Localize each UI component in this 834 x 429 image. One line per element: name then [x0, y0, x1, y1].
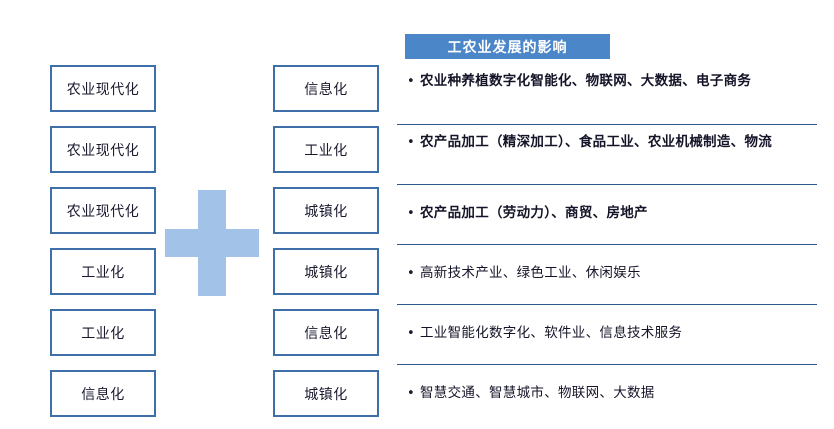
bullet-item-3[interactable]: • 农产品加工（劳动力）、商贸、房地产: [397, 184, 817, 244]
right-box-6[interactable]: 城镇化: [273, 370, 379, 417]
bullet-item-1[interactable]: • 农业种养植数字化智能化、物联网、大数据、电子商务: [397, 64, 817, 124]
right-box-1[interactable]: 信息化: [273, 65, 379, 112]
bullet-item-6[interactable]: • 智慧交通、智慧城市、物联网、大数据: [397, 364, 817, 424]
bullet-text-3: 农产品加工（劳动力）、商贸、房地产: [420, 205, 648, 221]
impact-panel: 工农业发展的影响 • 农业种养植数字化智能化、物联网、大数据、电子商务 • 农产…: [397, 28, 817, 420]
plus-icon: [165, 190, 259, 296]
bullet-marker-icon: •: [407, 386, 415, 401]
bullet-marker-icon: •: [407, 74, 415, 89]
bullet-item-2[interactable]: • 农产品加工（精深加工）、食品工业、农业机械制造、物流: [397, 124, 817, 184]
bullet-marker-icon: •: [407, 266, 415, 281]
right-box-2[interactable]: 工业化: [273, 126, 379, 173]
left-box-5[interactable]: 工业化: [50, 309, 156, 356]
bullet-item-4[interactable]: • 高新技术产业、绿色工业、休闲娱乐: [397, 244, 817, 304]
plus-horizontal-bar: [165, 229, 259, 257]
left-box-1[interactable]: 农业现代化: [50, 65, 156, 112]
bullet-marker-icon: •: [407, 135, 415, 150]
right-box-5[interactable]: 信息化: [273, 309, 379, 356]
left-box-3[interactable]: 农业现代化: [50, 187, 156, 234]
left-box-2[interactable]: 农业现代化: [50, 126, 156, 173]
bullet-text-1: 农业种养植数字化智能化、物联网、大数据、电子商务: [420, 73, 752, 89]
panel-title-banner: 工农业发展的影响: [405, 34, 610, 59]
left-box-6[interactable]: 信息化: [50, 370, 156, 417]
bullet-marker-icon: •: [407, 206, 415, 221]
bullet-text-6: 智慧交通、智慧城市、物联网、大数据: [420, 385, 655, 401]
impact-bullet-list: • 农业种养植数字化智能化、物联网、大数据、电子商务 • 农产品加工（精深加工）…: [397, 64, 817, 424]
right-box-3[interactable]: 城镇化: [273, 187, 379, 234]
bullet-text-5: 工业智能化数字化、软件业、信息技术服务: [420, 325, 683, 341]
right-box-4[interactable]: 城镇化: [273, 248, 379, 295]
left-box-4[interactable]: 工业化: [50, 248, 156, 295]
panel-title-text: 工农业发展的影响: [447, 39, 568, 56]
bullet-item-5[interactable]: • 工业智能化数字化、软件业、信息技术服务: [397, 304, 817, 364]
bullet-marker-icon: •: [407, 326, 415, 341]
bullet-text-2: 农产品加工（精深加工）、食品工业、农业机械制造、物流: [420, 134, 773, 150]
bullet-text-4: 高新技术产业、绿色工业、休闲娱乐: [420, 265, 641, 281]
